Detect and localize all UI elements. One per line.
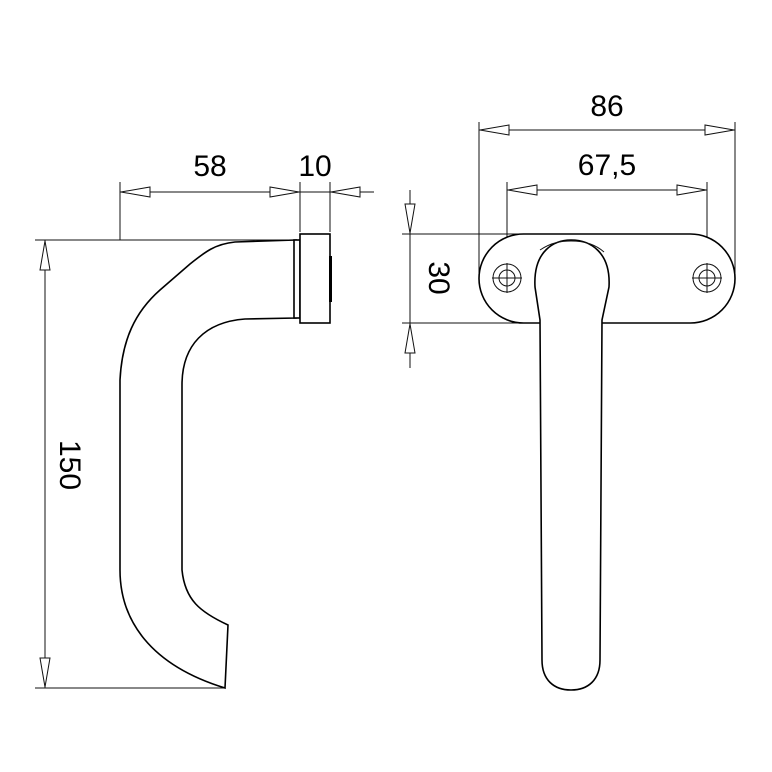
arrow-30-top	[404, 203, 416, 234]
arrow-150-bottom	[39, 657, 51, 688]
dim-label-150: 150	[53, 440, 86, 490]
arrow-67-5-right	[676, 184, 707, 196]
rosette-ring	[293, 239, 301, 319]
screw-hole-right	[692, 263, 722, 293]
arrow-150-top	[39, 240, 51, 271]
rosette	[299, 233, 331, 324]
spindle-nub	[329, 256, 332, 302]
extension-lines-side	[35, 182, 331, 689]
handle-profile	[119, 239, 297, 690]
extension-lines-front	[402, 122, 736, 324]
arrow-67-5-left	[507, 184, 538, 196]
arrow-30-bottom	[404, 323, 416, 354]
dim-label-30: 30	[422, 261, 455, 294]
arrow-86-right	[704, 124, 735, 136]
arrow-58-right	[269, 186, 300, 198]
dim-label-67-5: 67,5	[578, 149, 636, 182]
arrow-86-left	[479, 124, 510, 136]
arrow-10-right	[330, 186, 361, 198]
dim-label-86: 86	[590, 90, 623, 123]
handle-lever	[534, 239, 610, 691]
front-view: 86 67,5 30	[402, 90, 736, 691]
dim-label-58: 58	[193, 150, 226, 183]
handle-neck-line	[539, 240, 605, 253]
screw-hole-left	[492, 263, 522, 293]
dim-label-10: 10	[298, 150, 331, 183]
arrow-58-left	[120, 186, 151, 198]
side-view: 58 10 150	[35, 150, 374, 690]
